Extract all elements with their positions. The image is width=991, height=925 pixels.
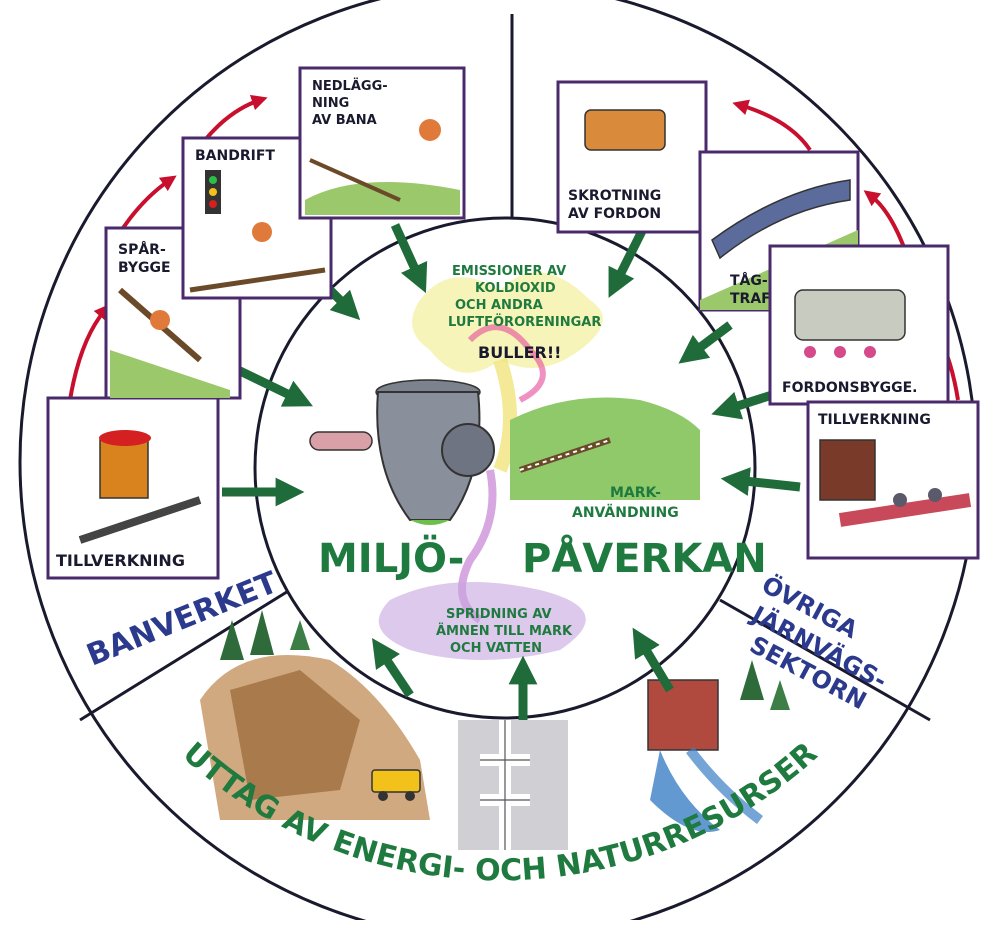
noise-label: BULLER!! (478, 343, 561, 362)
card-left-nedlaggning: NEDLÄGG- NING AV BANA (298, 66, 466, 220)
card-left-sparbygge-label-1: SPÅR- (118, 241, 166, 258)
card-right-tagtrafik-label-1: TÅG- (730, 272, 768, 289)
worker-icon (419, 119, 441, 141)
land-use-line-2: ANVÄNDNING (572, 504, 679, 521)
spreading-line-3: OCH VATTEN (450, 641, 542, 656)
emissions-line-1: EMISSIONER AV (452, 264, 566, 279)
dump-truck-icon (371, 769, 421, 793)
landscape-icon (510, 397, 700, 500)
card-right-skrotning-label-1: SKROTNING (568, 188, 661, 204)
card-left-tillverkning-label: TILLVERKNING (56, 551, 185, 570)
furnace-icon (99, 439, 149, 499)
card-left-tillverkning: TILLVERKNING (46, 396, 220, 580)
land-use-line-1: MARK- (610, 485, 661, 501)
spreading-line-2: ÄMNEN TILL MARK (436, 623, 573, 639)
center-texts: EMISSIONER AV KOLDIOXID OCH ANDRA LUFTFÖ… (318, 264, 767, 656)
spreading-line-1: SPRIDNING AV (446, 607, 552, 622)
grinder-handle (309, 431, 373, 451)
card-right-tillverkning: TILLVERKNING (806, 400, 980, 560)
center-title-left: MILJÖ- (318, 534, 464, 582)
factory-oven-icon (819, 439, 876, 501)
smoke-cloud-icon (412, 272, 603, 473)
meat-grinder-icon (309, 379, 497, 624)
card-left-nedlaggning-label-3: AV BANA (312, 113, 377, 128)
emissions-line-3: OCH ANDRA (455, 298, 543, 313)
card-left-nedlaggning-label-1: NEDLÄGG- (312, 78, 388, 94)
rail-car-icon (794, 289, 906, 341)
spreading-puddle (378, 582, 586, 660)
scrap-wagon-icon (584, 109, 666, 151)
center-title-right: PÅVERKAN (522, 533, 767, 582)
train-icon (711, 179, 851, 260)
dam-icon (647, 679, 719, 751)
card-right-fordonsbygge-label: FORDONSBYGGE. (782, 380, 917, 396)
card-right-fordonsbygge: FORDONSBYGGE. (768, 244, 950, 406)
card-left-nedlaggning-label-2: NING (312, 96, 349, 111)
card-left-bandrift-label: BANDRIFT (195, 148, 275, 164)
worker-icon (150, 310, 170, 330)
emissions-line-2: KOLDIOXID (475, 281, 556, 296)
emissions-line-4: LUFTFÖRORENINGAR (448, 314, 601, 330)
natural-resources-scene (200, 610, 790, 850)
card-right-skrotning-label-2: AV FORDON (568, 206, 661, 222)
inner-circle (253, 216, 757, 720)
card-left-sparbygge-label-2: BYGGE (118, 260, 171, 276)
card-right-skrotning: SKROTNING AV FORDON (556, 80, 708, 234)
card-right-tillverkning-label: TILLVERKNING (818, 412, 931, 428)
